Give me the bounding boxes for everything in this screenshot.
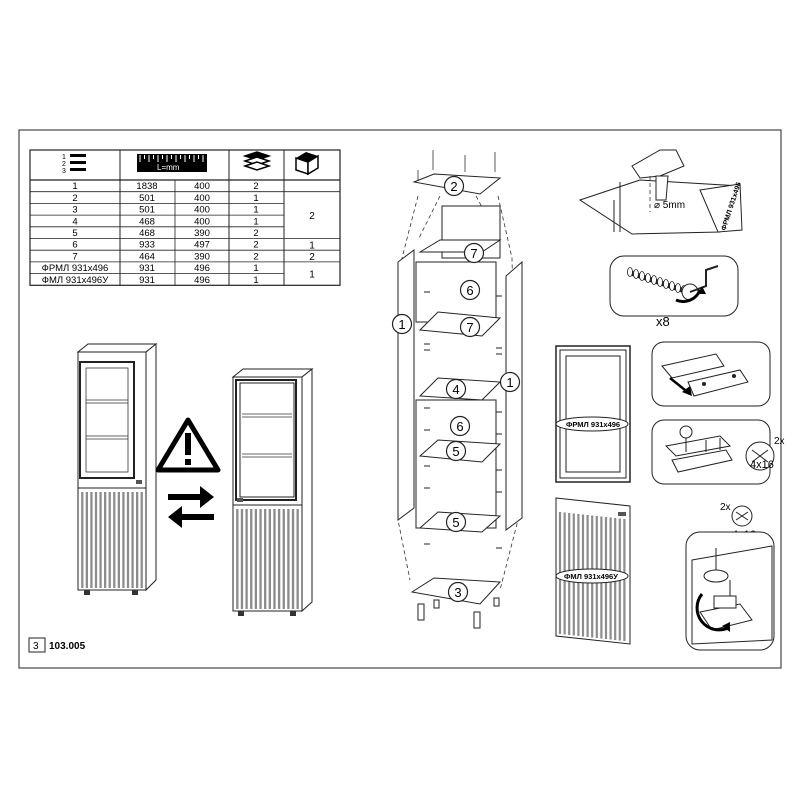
table-cell-qty: 1 <box>253 275 258 286</box>
callout-number: 7 <box>470 246 477 261</box>
table-cell-part: 2 <box>72 193 77 204</box>
callout-number: 5 <box>452 515 459 530</box>
table-cell-package: 2 <box>309 252 315 263</box>
table-cell-width: 390 <box>194 251 210 262</box>
table-cell-part: 3 <box>72 205 77 216</box>
table-cell-qty: 1 <box>253 193 258 204</box>
page-number-box <box>28 637 46 653</box>
table-cell-length: 501 <box>139 193 155 204</box>
callout-number: 1 <box>398 317 405 332</box>
solid-door-panel <box>555 497 631 645</box>
drill-diameter-label: ⌀ 5mm <box>654 200 685 211</box>
table-cell-width: 400 <box>194 181 210 192</box>
callout-bottom: 3 <box>447 581 469 603</box>
callout-shelf-upper: 7 <box>463 242 485 264</box>
hinge-mount-detail <box>651 419 771 485</box>
screw-count: x8 <box>656 314 670 329</box>
table-cell-width: 400 <box>194 193 210 204</box>
callout-shelf-4: 4 <box>445 378 467 400</box>
callout-number: 4 <box>452 382 459 397</box>
table-cell-length: 931 <box>139 263 155 274</box>
page-number: 3 <box>33 641 39 652</box>
ruler-icon: L=mm <box>137 154 207 172</box>
screw-detail <box>609 255 739 317</box>
box-icon <box>295 152 319 176</box>
hinge-install-detail <box>685 531 775 651</box>
table-cell-length: 931 <box>139 275 155 286</box>
callout-number: 1 <box>506 375 513 390</box>
solid-door-label: ФМЛ 931x496У <box>564 572 618 581</box>
list-icon-digit: 3 <box>62 168 66 175</box>
cabinet-left <box>76 342 158 595</box>
table-cell-part: 6 <box>72 240 77 251</box>
callout-side-left: 1 <box>391 313 413 335</box>
table-cell-qty: 1 <box>253 216 258 227</box>
table-cell-part: ФРМЛ 931x496 <box>42 263 109 274</box>
callout-side-right: 1 <box>499 371 521 393</box>
screw-small-icon-2 <box>731 505 753 527</box>
table-cell-part: 1 <box>72 181 77 192</box>
ruler-label: L=mm <box>157 163 180 172</box>
table-cell-qty: 2 <box>253 228 258 239</box>
cabinet-middle <box>231 367 314 616</box>
table-cell-qty: 2 <box>253 251 258 262</box>
table-cell-width: 496 <box>194 263 210 274</box>
table-cell-length: 933 <box>139 240 155 251</box>
table-cell-qty: 1 <box>253 205 258 216</box>
table-cell-length: 1838 <box>136 181 157 192</box>
glass-door-panel <box>555 345 631 483</box>
hinge-detail <box>651 341 771 407</box>
list-numbered-icon: 123 <box>62 154 86 175</box>
page-frame <box>18 129 782 669</box>
callout-number: 3 <box>454 585 461 600</box>
table-cell-width: 400 <box>194 216 210 227</box>
doc-code: 103.005 <box>49 641 86 652</box>
table-cell-package: 1 <box>309 270 315 281</box>
drill-detail <box>578 149 743 235</box>
callout-number: 2 <box>450 179 457 194</box>
callout-top: 2 <box>443 175 465 197</box>
list-icon-digit: 1 <box>62 154 66 161</box>
table-cell-package: 1 <box>309 240 315 251</box>
hinge-screws-size-1: 4x16 <box>750 459 774 471</box>
callout-number: 6 <box>456 419 463 434</box>
callout-number: 7 <box>466 320 473 335</box>
table-cell-width: 496 <box>194 275 210 286</box>
layers-icon <box>242 151 272 171</box>
glass-door-label: ФРМЛ 931x496 <box>566 420 620 429</box>
table-cell-part: ФМЛ 931x496У <box>42 275 109 286</box>
table-cell-qty: 1 <box>253 263 258 274</box>
list-icon-digit: 2 <box>62 161 66 168</box>
table-cell-width: 497 <box>194 240 210 251</box>
table-cell-part: 5 <box>72 228 77 239</box>
hinge-screws-qty-1: 2x <box>774 436 785 447</box>
table-cell-package: 2 <box>309 211 315 222</box>
swap-arrows-icon <box>168 486 214 528</box>
table-cell-width: 390 <box>194 228 210 239</box>
table-cell-qty: 2 <box>253 181 258 192</box>
table-cell-qty: 2 <box>253 240 258 251</box>
callout-panel-lower: 6 <box>449 415 471 437</box>
table-cell-length: 468 <box>139 228 155 239</box>
table-cell-part: 7 <box>72 251 77 262</box>
callout-number: 6 <box>466 283 473 298</box>
part-callouts: 2 7 6 1 7 1 4 6 5 5 3 <box>391 175 521 603</box>
callout-shelf-5a: 5 <box>445 440 467 462</box>
callout-panel-upper: 6 <box>459 279 481 301</box>
table-cell-length: 501 <box>139 205 155 216</box>
table-cell-width: 400 <box>194 205 210 216</box>
callout-shelf-5b: 5 <box>445 511 467 533</box>
warning-triangle-icon <box>155 417 221 473</box>
screw-small-icon <box>745 441 775 471</box>
table-cell-part: 4 <box>72 216 77 227</box>
callout-shelf-mid: 7 <box>459 316 481 338</box>
table-cell-length: 468 <box>139 216 155 227</box>
table-cell-length: 464 <box>139 251 155 262</box>
callout-number: 5 <box>452 444 459 459</box>
hinge-screws-qty-2: 2x <box>720 502 731 513</box>
